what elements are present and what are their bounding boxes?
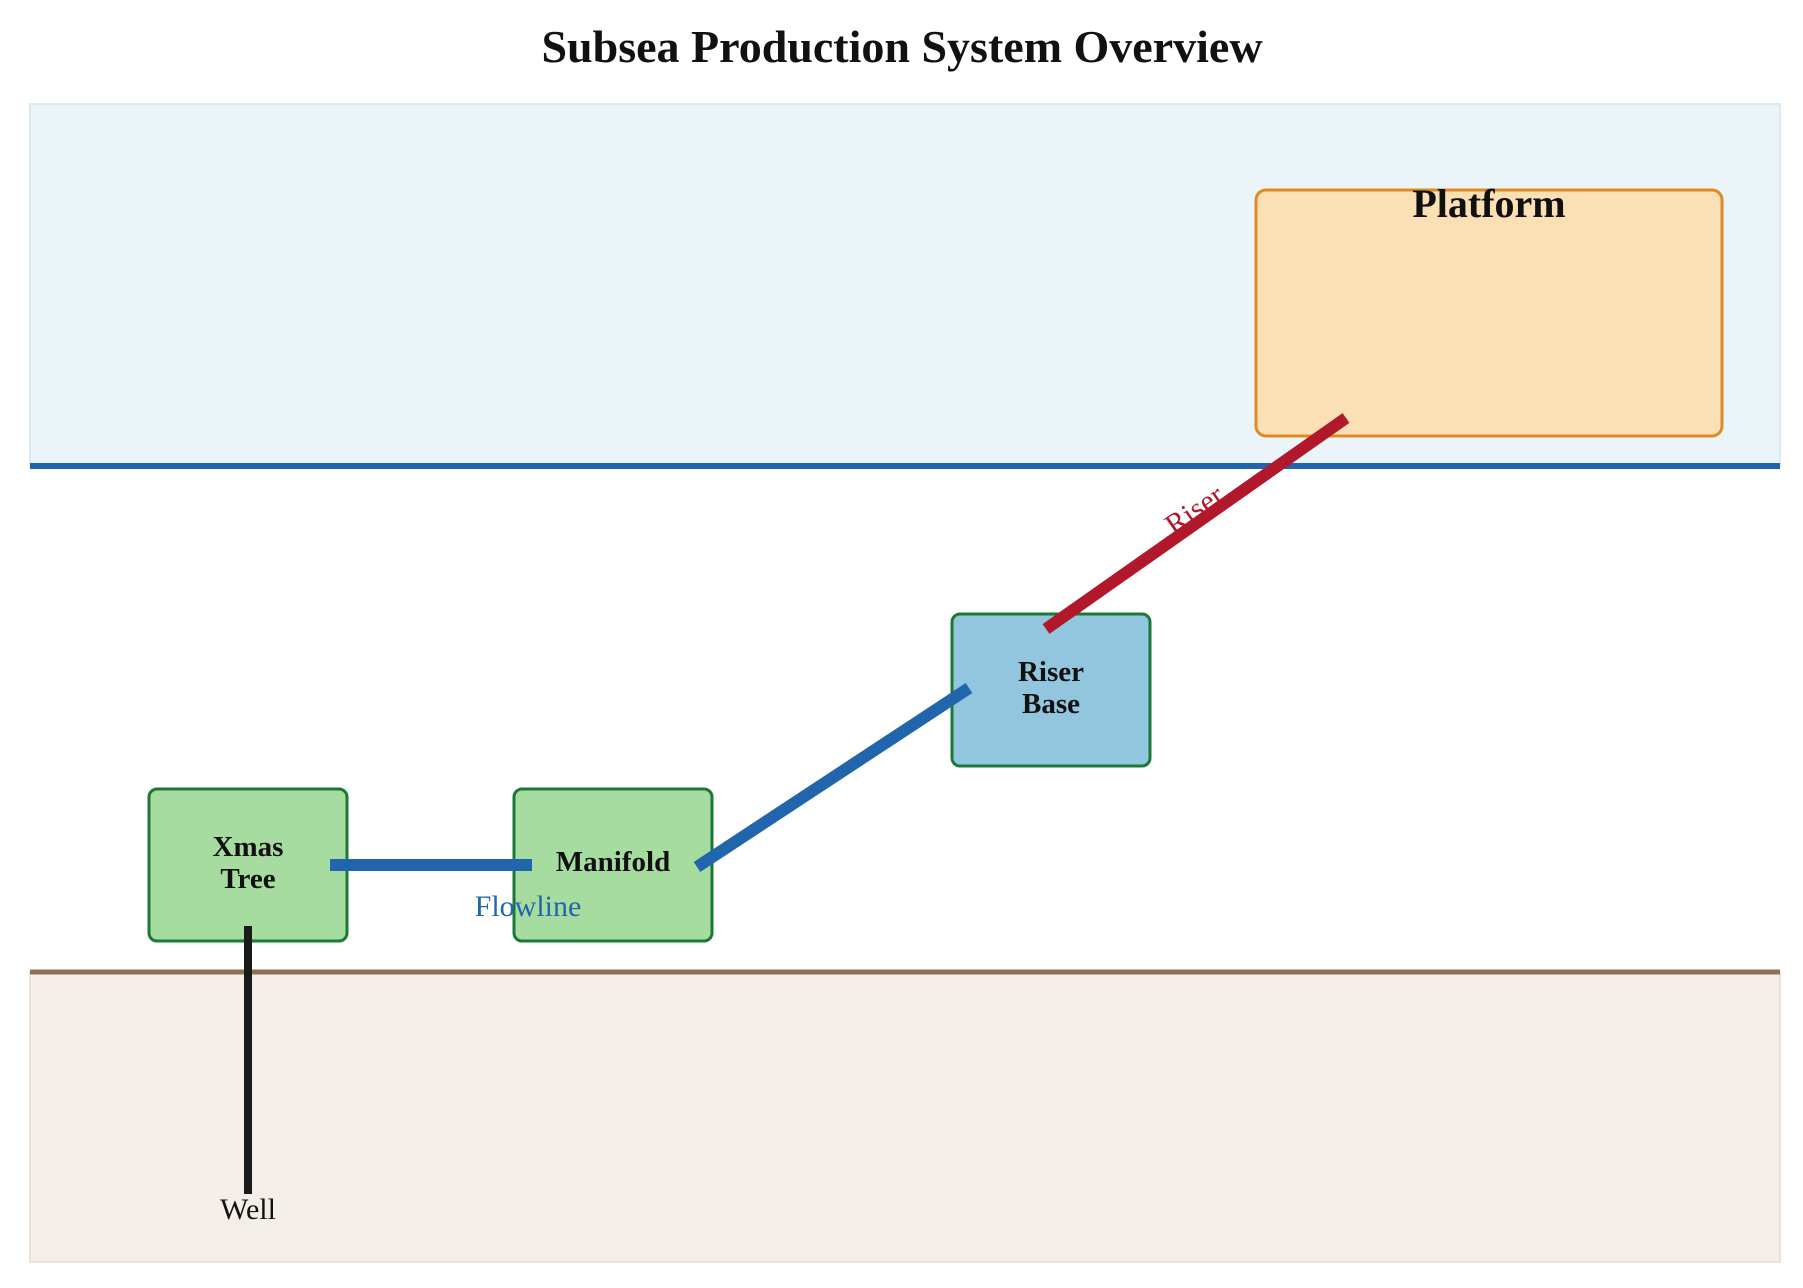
well-label: Well	[220, 1193, 276, 1226]
riser-label: Riser	[1159, 479, 1230, 542]
riser-base-label-line2: Base	[1022, 688, 1080, 720]
riser-base-label-line1: Riser	[1018, 656, 1084, 688]
flowline-label: Flowline	[475, 890, 582, 923]
flowline-manifold-to-riser-base	[693, 682, 973, 873]
platform-label: Platform	[1412, 181, 1565, 226]
riser-line	[1042, 413, 1350, 634]
xmas-tree-label-line2: Tree	[220, 863, 275, 895]
diagram-title: Subsea Production System Overview	[541, 21, 1262, 72]
manifold-label: Manifold	[556, 846, 670, 878]
xmas-tree-label-line1: Xmas	[213, 831, 284, 863]
riser-base-box	[950, 612, 1152, 768]
platform-box	[1254, 188, 1724, 438]
subsoil-zone	[29, 971, 1781, 1263]
